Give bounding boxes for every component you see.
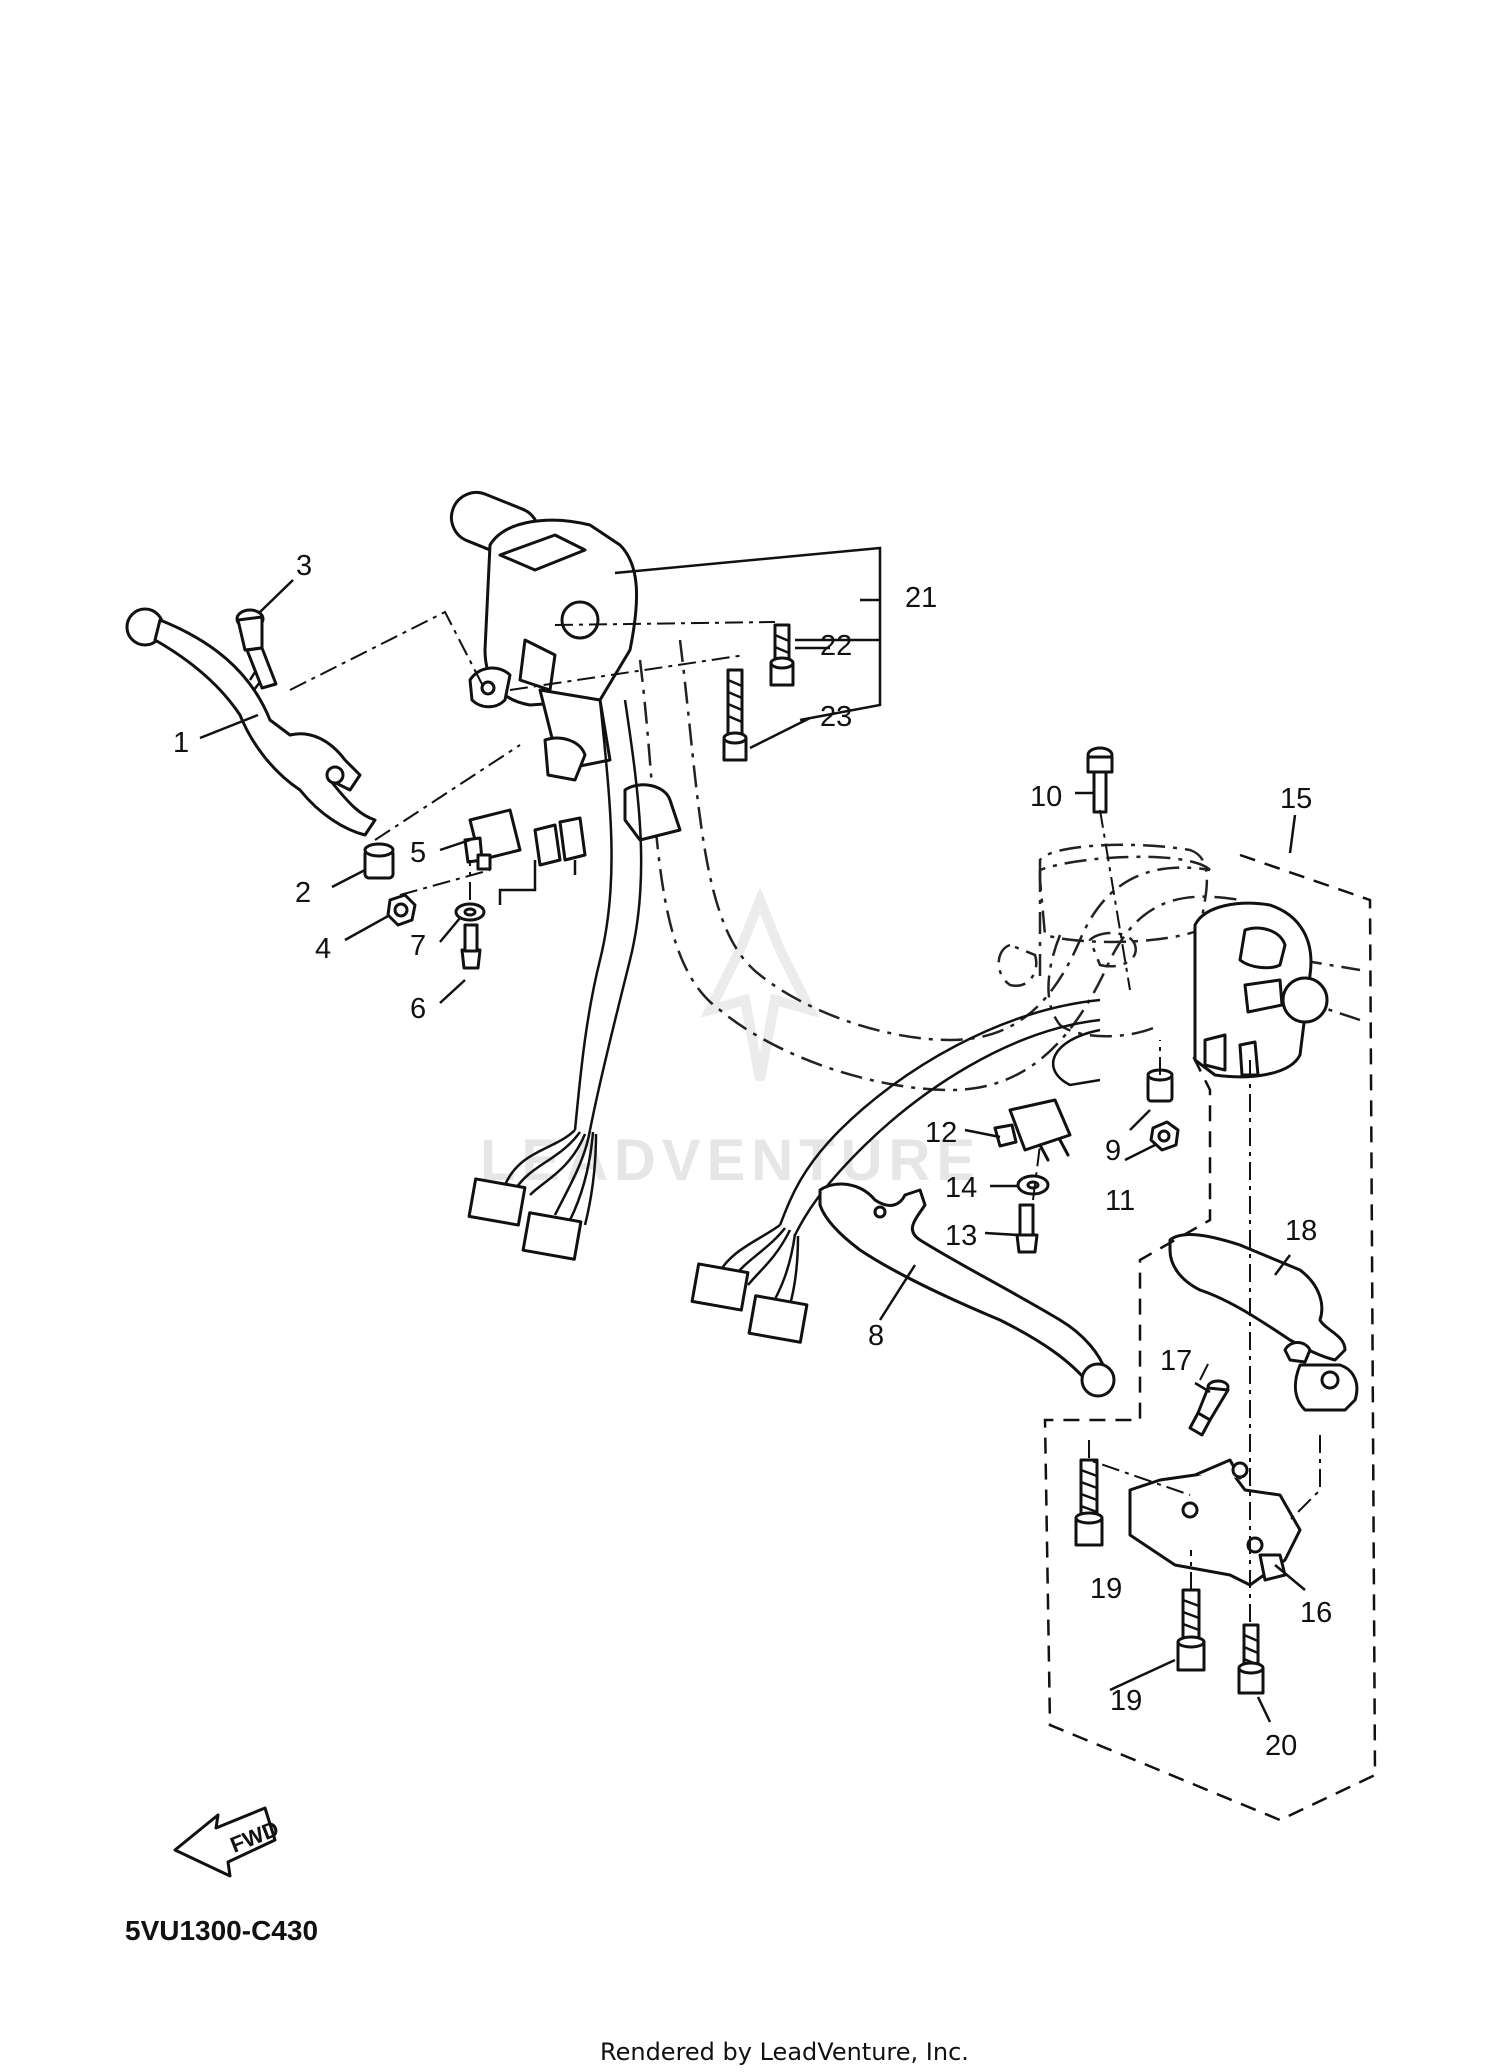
group-box-15 [1043, 853, 1377, 1822]
left-handlebar-switch-assembly [449, 491, 682, 842]
callout-8: 8 [868, 1320, 884, 1352]
bracket-lines [498, 860, 577, 905]
nut-part-4 [386, 893, 417, 927]
callout-7: 7 [410, 930, 426, 962]
left-switch-bracket [533, 816, 587, 867]
callout-19-bottom: 19 [1110, 1685, 1142, 1717]
callout-21: 21 [905, 582, 937, 614]
watermark-text: LEADVENTURE [480, 1128, 981, 1193]
lever-part-18 [1168, 1233, 1359, 1412]
right-handlebar-switch [1193, 901, 1329, 1079]
bolt-part-10 [1086, 746, 1114, 814]
group-box-21 [614, 546, 882, 722]
screw-part-13 [1015, 1203, 1039, 1254]
screw-part-22 [769, 623, 795, 687]
watermark: LEADVENTURE [480, 886, 981, 1193]
left-switch-clip [543, 736, 587, 782]
left-switch-lever [518, 638, 557, 692]
right-switch-button-1 [1238, 926, 1287, 970]
left-harness-clamp [623, 783, 682, 842]
right-connector-1 [690, 1262, 750, 1312]
callout-labels: 1 3 2 5 4 7 6 8 9 10 11 12 13 14 15 16 1… [173, 550, 1332, 1762]
callout-9: 9 [1105, 1135, 1121, 1167]
callout-10: 10 [1030, 781, 1062, 813]
callout-13: 13 [945, 1220, 977, 1252]
washer-part-7 [454, 902, 486, 922]
callout-22: 22 [820, 630, 852, 662]
leaders [199, 579, 1306, 1723]
callout-12: 12 [925, 1117, 957, 1149]
right-connector-2 [747, 1294, 809, 1344]
diagram-code: 5VU1300-C430 [125, 1915, 318, 1946]
callout-19-top: 19 [1090, 1573, 1122, 1605]
callout-17: 17 [1160, 1345, 1192, 1377]
bolt-part-19-bottom [1176, 1588, 1206, 1672]
right-switch-button-2 [1243, 978, 1284, 1014]
washer-part-14 [1016, 1174, 1050, 1196]
callout-2: 2 [295, 877, 311, 909]
callout-6: 6 [410, 993, 426, 1025]
callout-16: 16 [1300, 1597, 1332, 1629]
left-connector-1 [467, 1177, 527, 1227]
callout-23: 23 [820, 701, 852, 733]
callout-5: 5 [410, 837, 426, 869]
bolt-part-20 [1237, 1623, 1265, 1695]
handlebar-outline [638, 639, 1361, 1092]
callout-4: 4 [315, 933, 331, 965]
nut-part-11 [1149, 1120, 1180, 1152]
callout-15: 15 [1280, 783, 1312, 815]
left-lever-part-1 [125, 607, 377, 837]
right-wire-harness [690, 998, 1101, 1344]
callout-18: 18 [1285, 1215, 1317, 1247]
callout-14: 14 [945, 1172, 977, 1204]
screw-part-23 [722, 668, 748, 762]
assembly-lines [289, 610, 1321, 1625]
left-wire-harness [467, 699, 643, 1261]
callout-11: 11 [1105, 1185, 1135, 1217]
switch-part-5 [463, 808, 522, 871]
left-connector-2 [521, 1211, 583, 1261]
fwd-arrow-icon: FWD [173, 1806, 282, 1878]
pin-part-17 [1188, 1379, 1230, 1437]
bolt-part-19-top [1074, 1458, 1104, 1547]
right-switch-roller [1281, 976, 1329, 1024]
brake-lever-part-8 [818, 1182, 1116, 1398]
right-master-cylinder-ghost [997, 843, 1209, 1038]
brake-switch-part-12 [993, 1098, 1072, 1162]
left-switch-knob [560, 600, 600, 640]
collar-part-2 [363, 842, 395, 880]
callout-1: 1 [173, 727, 189, 759]
bolt-part-3 [235, 608, 278, 691]
bracket-part-16 [1128, 1458, 1302, 1587]
callout-20: 20 [1265, 1730, 1297, 1762]
screw-part-6 [460, 923, 482, 970]
left-switch-button-top [498, 533, 587, 572]
footer-credit: Rendered by LeadVenture, Inc. [600, 2038, 969, 2066]
callout-3: 3 [296, 550, 312, 582]
